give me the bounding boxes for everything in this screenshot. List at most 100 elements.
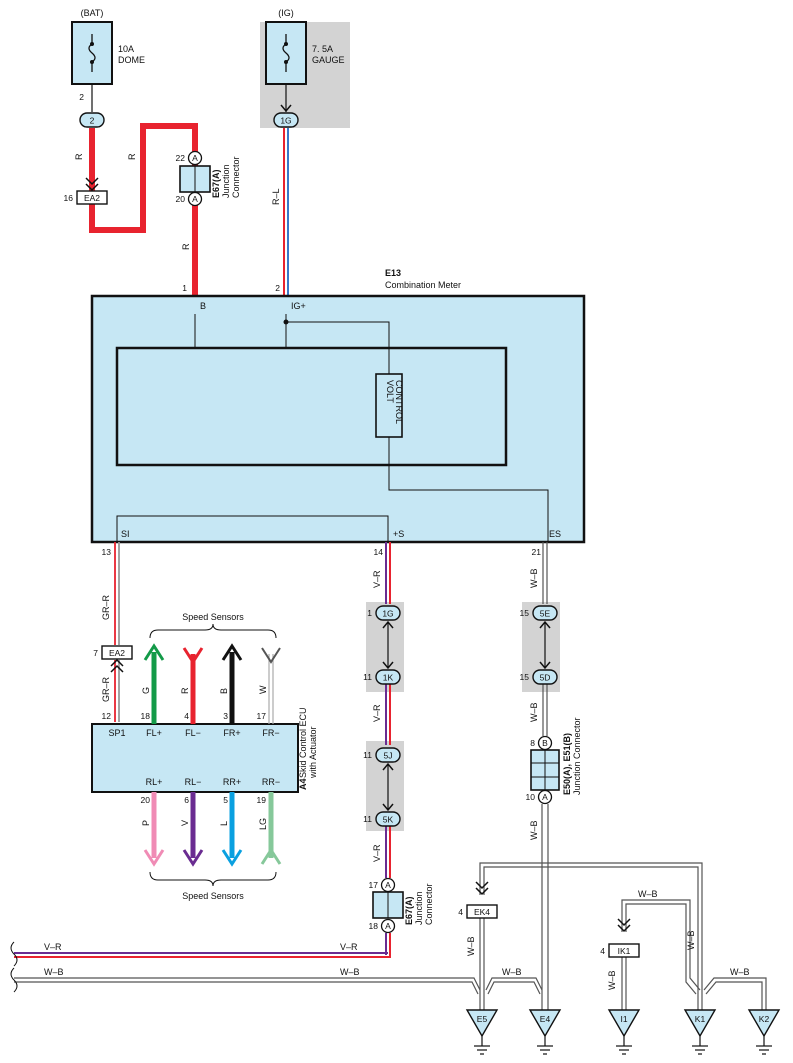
gauge-fuse: (IG) 7. 5A GAUGE [265,8,345,85]
e50-id: E50(A), E51(B) [562,733,572,795]
ecu-term-rr-minus: RR− [262,777,280,787]
wire-label-vr2: V–R [372,704,382,722]
wire-label-l: L [219,821,229,826]
terminal-b: B [200,301,206,311]
wire-label-r2: R [127,153,137,160]
wire-label-r3: R [181,243,191,250]
pin-10: 10 [526,792,536,802]
pin-15-5e: 15 [520,608,530,618]
ecu-term-sp1: SP1 [108,728,125,738]
wire-label-wb9: W–B [466,936,476,956]
ecu-term-fl-plus: FL+ [146,728,162,738]
svg-text:EA2: EA2 [109,648,125,658]
terminal-es: ES [549,529,561,539]
pin-4-fl: 4 [184,711,189,721]
ecu-id: A4 [298,778,308,790]
pin-17-e67: 17 [369,880,379,890]
meter-name: Combination Meter [385,280,461,290]
wire-label-r1: R [74,153,84,160]
conn-ik1: IK1 [608,918,640,958]
wire-label-wb6: W–B [502,967,522,977]
wire-label-wb7: W–B [638,889,658,899]
e67-bottom-id: E67(A) [404,896,414,925]
pin-3: 3 [223,711,228,721]
conn-2: 2 [79,112,105,128]
meter-id: E13 [385,268,401,278]
wire-rl [283,84,289,296]
wire-label-vr1: V–R [372,570,382,588]
svg-text:5K: 5K [383,815,394,825]
wire-label-p: P [141,820,151,826]
wire-label-wb4: W–B [44,967,64,977]
svg-text:A: A [192,194,198,204]
wire-label-vr3: V–R [372,844,382,862]
gauge-name: GAUGE [312,55,345,65]
wire-label-wb10: W–B [607,970,617,990]
e67-top-id: E67(A) [211,169,221,198]
break-mark-1 [10,941,18,967]
pin-4-ek4: 4 [458,907,463,917]
wire-label-wb2: W–B [529,702,539,722]
e67-bottom-desc-1: Junction [414,891,424,925]
speed-sensors-bottom: Speed Sensors [182,891,244,901]
terminal-ig: IG+ [291,301,306,311]
pin-7: 7 [93,648,98,658]
junction-e50-e51: B A [530,735,560,805]
pin-18: 18 [141,711,151,721]
svg-text:B: B [542,738,548,748]
pin-19: 19 [257,795,267,805]
pin-4-ik1: 4 [600,946,605,956]
conn-1g-1k: 1G 1K [375,605,401,685]
conn-ea2-bottom: EA2 [101,645,133,673]
wire-label-grr2: GR–R [101,676,111,702]
pin-22: 22 [176,153,186,163]
pin-13: 13 [102,547,112,557]
pin-11-5j: 11 [363,750,372,760]
speed-sensors-top: Speed Sensors [182,612,244,622]
ground-e5: E5 [465,1009,499,1055]
svg-text:1K: 1K [383,673,394,683]
pin-1-meter: 1 [182,283,187,293]
conn-ek4: EK4 [466,881,498,919]
conn-ea2-top: EA2 [76,177,108,205]
ecu-term-rl-plus: RL+ [146,777,163,787]
pin-5: 5 [223,795,228,805]
svg-text:1G: 1G [280,116,291,126]
pin-16: 16 [64,193,74,203]
ground-k2: K2 [747,1009,781,1055]
bat-label: (BAT) [81,8,104,18]
svg-text:A: A [542,792,548,802]
pin-12: 12 [102,711,112,721]
svg-text:1G: 1G [382,609,393,619]
wire-label-wb-k1: W–B [686,930,696,950]
dome-fuse: (BAT) 10A DOME [71,8,145,85]
ecu-term-rl-minus: RL− [185,777,202,787]
wire-label-grr1: GR–R [101,594,111,620]
ecu-name-2: with Actuator [308,726,318,779]
conn-5j-5k: 5J 5K [375,747,401,827]
wire-label-r4: R [180,687,190,694]
svg-text:K1: K1 [695,1014,706,1024]
svg-text:K2: K2 [759,1014,770,1024]
e67-top-desc-1: Junction [221,164,231,198]
ecu-term-fl-minus: FL− [185,728,201,738]
terminal-s: +S [393,529,404,539]
wire-label-wb8: W–B [730,967,750,977]
e67-top-desc-2: Connector [231,156,241,198]
wire-label-vr5: V–R [340,942,358,952]
dome-amp: 10A [118,44,134,54]
pin-21: 21 [532,547,542,557]
svg-text:I1: I1 [620,1014,627,1024]
pin-11-5k: 11 [363,814,372,824]
svg-text:5E: 5E [540,609,551,619]
pin-14: 14 [374,547,384,557]
pin-2: 2 [79,92,84,102]
volt-label-1: VOLT [385,380,395,403]
svg-text:EK4: EK4 [474,907,490,917]
pin-1-1g: 1 [367,608,372,618]
ecu-term-rr-plus: RR+ [223,777,241,787]
conn-1g-top: 1G [273,104,299,128]
svg-text:5D: 5D [540,673,551,683]
svg-text:A: A [385,921,391,931]
